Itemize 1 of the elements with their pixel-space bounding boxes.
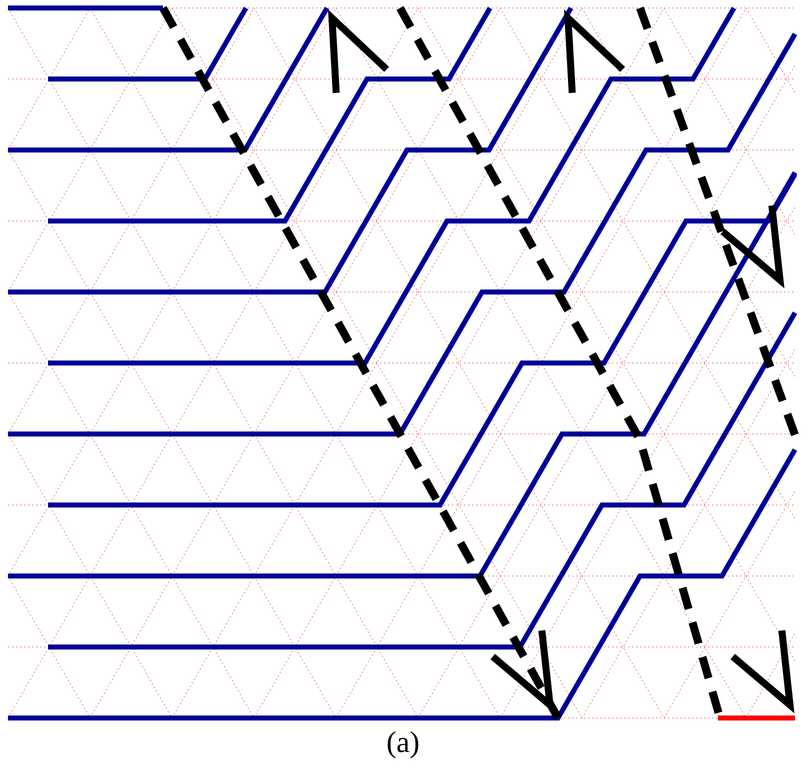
caption: (a) [386,726,420,760]
